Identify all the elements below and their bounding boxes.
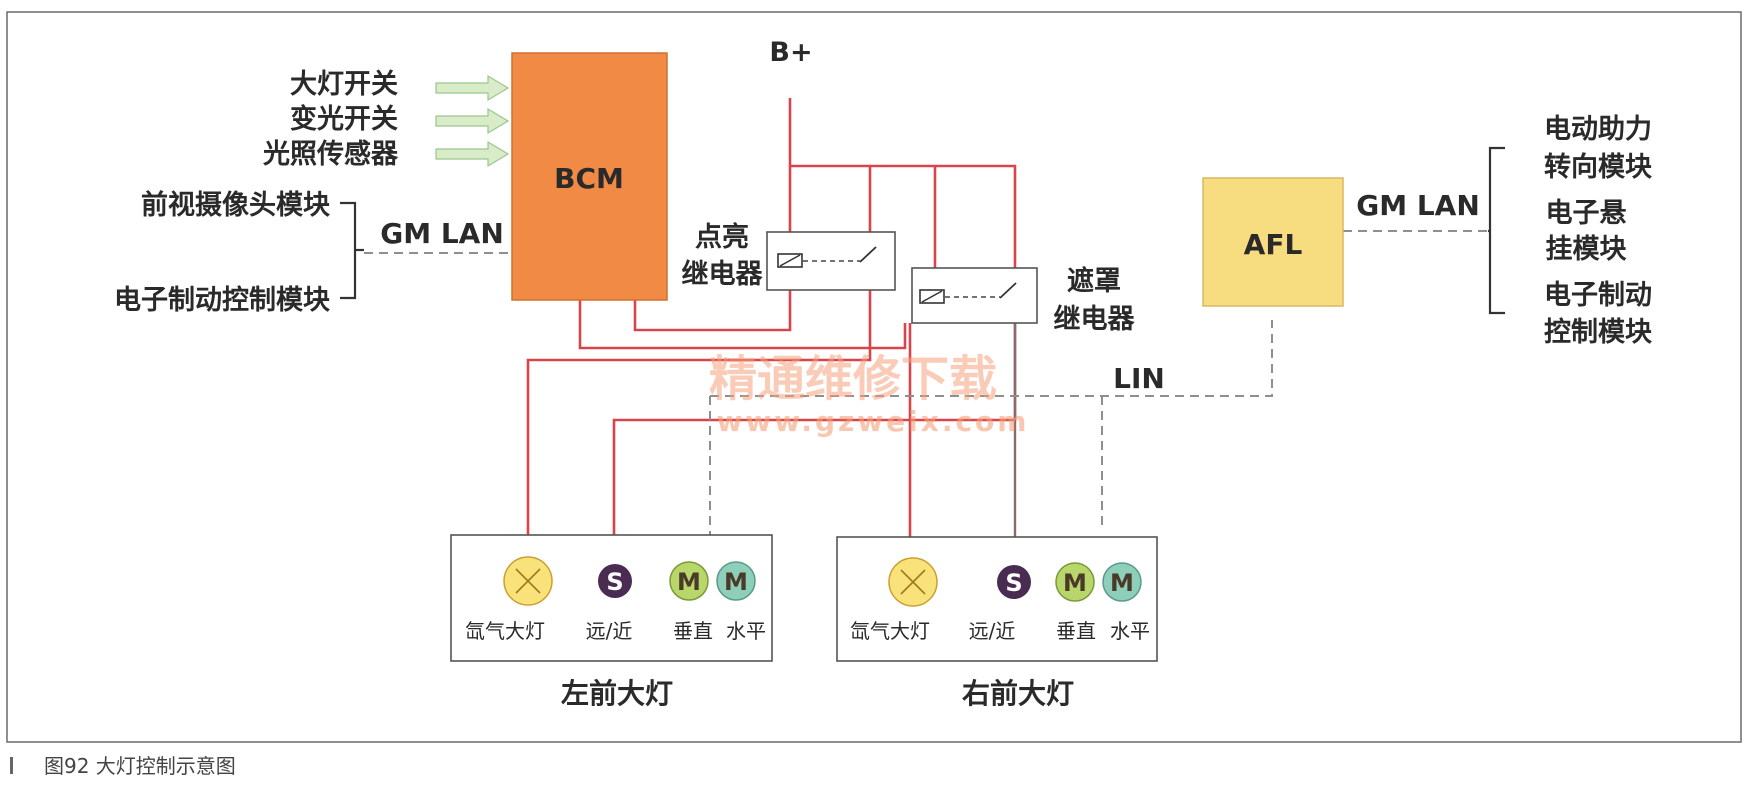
xenon-lamp-label: 氙气大灯 xyxy=(465,619,545,643)
horizontal-motor-icon: M xyxy=(716,561,756,601)
afl-module xyxy=(1202,177,1344,307)
on-relay xyxy=(766,231,896,291)
dimmer-switch-label: 变光开关 xyxy=(290,103,398,135)
vertical-label: 垂直 xyxy=(1056,619,1096,643)
on-relay-label-line2: 继电器 xyxy=(682,258,764,290)
solenoid-icon: S xyxy=(997,565,1031,599)
eps-module-label-line2: 转向模块 xyxy=(1544,151,1653,183)
ebcm-right-label-line2: 控制模块 xyxy=(1544,317,1653,348)
bcm-module xyxy=(511,52,668,301)
high-low-label: 远/近 xyxy=(586,619,633,643)
shutter-relay-label-line2: 继电器 xyxy=(1054,303,1136,335)
lin-label: LIN xyxy=(1113,362,1165,395)
horizontal-motor-icon: M xyxy=(1102,562,1142,602)
watermark-url: www.gzweix.com xyxy=(717,405,1030,438)
ebcm-label: 电子制动控制模块 xyxy=(114,285,331,316)
left-xenon-feed-wire xyxy=(526,290,872,563)
left-headlamp-title: 左前大灯 xyxy=(561,677,673,710)
suspension-module-label-line2: 挂模块 xyxy=(1546,234,1628,265)
relay-switch-icon xyxy=(859,246,877,263)
bcm-to-on-relay-wire xyxy=(633,290,792,332)
solenoid-symbol: S xyxy=(1005,569,1022,597)
right-headlamp: S M M 氙气大灯 远/近 垂直 水平 xyxy=(836,536,1158,662)
afl-label: AFL xyxy=(1244,228,1303,261)
relay-switch-icon xyxy=(999,282,1017,299)
front-camera-module-label: 前视摄像头模块 xyxy=(141,189,331,221)
light-sensor-label: 光照传感器 xyxy=(262,138,399,170)
watermark-title: 精通维修下载 xyxy=(709,351,997,407)
shutter-relay-label-line1: 遮罩 xyxy=(1067,265,1121,297)
vertical-motor-icon: M xyxy=(1055,562,1095,602)
motor-symbol: M xyxy=(1110,569,1134,597)
motor-symbol: M xyxy=(724,568,748,596)
xenon-lamp-icon xyxy=(503,556,553,606)
horizontal-label: 水平 xyxy=(1110,619,1150,643)
horizontal-label: 水平 xyxy=(726,619,766,643)
high-low-label: 远/近 xyxy=(969,619,1016,643)
right-headlamp-title: 右前大灯 xyxy=(962,677,1074,710)
solenoid-icon: S xyxy=(598,564,632,598)
eps-module-label-line1: 电动助力 xyxy=(1544,114,1652,145)
arrow-icon xyxy=(435,140,510,168)
motor-symbol: M xyxy=(1063,569,1087,597)
arrow-icon xyxy=(435,74,510,102)
shutter-relay xyxy=(911,267,1038,324)
b-plus-bus-wire xyxy=(790,164,1017,300)
xenon-lamp-label: 氙气大灯 xyxy=(850,619,930,643)
motor-symbol: M xyxy=(677,568,701,596)
bcm-input-arrows xyxy=(435,74,510,168)
on-relay-label-line1: 点亮 xyxy=(695,221,749,253)
left-headlamp: S M M 氙气大灯 远/近 垂直 水平 xyxy=(450,534,773,662)
bcm-gm-lan-label: GM LAN xyxy=(380,217,504,250)
caption-marker xyxy=(10,757,13,774)
vertical-label: 垂直 xyxy=(673,619,713,643)
xenon-lamp-icon xyxy=(888,557,938,607)
suspension-module-label-line1: 电子悬 xyxy=(1546,198,1627,229)
headlamp-switch-label: 大灯开关 xyxy=(290,69,398,100)
arrow-icon xyxy=(435,107,510,135)
ebcm-right-label-line1: 电子制动 xyxy=(1544,280,1652,311)
vertical-motor-icon: M xyxy=(669,561,709,601)
solenoid-symbol: S xyxy=(606,568,623,596)
bus-lines xyxy=(364,230,1488,535)
figure-caption: 图92 大灯控制示意图 xyxy=(44,754,236,778)
bcm-to-shutter-relay-wire xyxy=(578,300,907,350)
lin-bus-line xyxy=(710,320,1273,397)
afl-gm-lan-label: GM LAN xyxy=(1356,189,1480,222)
bcm-label: BCM xyxy=(554,162,624,195)
b-plus-label: B+ xyxy=(769,37,812,68)
